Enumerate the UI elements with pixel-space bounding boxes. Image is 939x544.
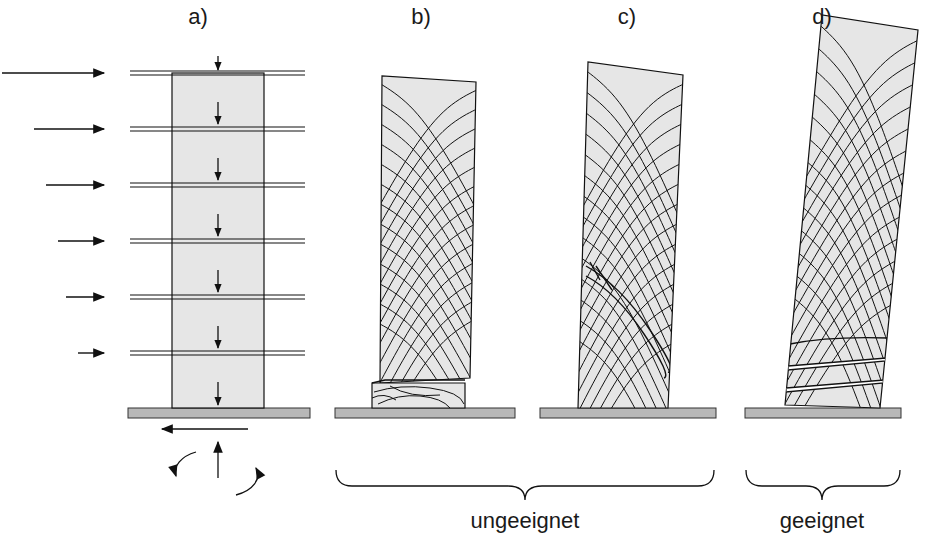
crack-line: [810, 90, 899, 262]
crack-line: [576, 182, 683, 318]
crack-line: [786, 192, 907, 345]
crack-line: [376, 242, 478, 371]
panel-label: a): [188, 6, 208, 28]
crack-line: [790, 148, 911, 300]
crack-line: [582, 89, 680, 242]
crack-line: [777, 280, 897, 436]
crack-line: [782, 236, 903, 391]
panel-label: b): [411, 6, 431, 28]
crack-line: [816, 22, 906, 197]
crack-line: [784, 214, 905, 368]
crack-line: [377, 142, 477, 270]
crack-line: [376, 223, 478, 351]
wall-c: [571, 62, 687, 484]
crack-line: [377, 102, 477, 232]
crack-line: [377, 122, 477, 251]
category-label: ungeeignet: [471, 510, 580, 532]
panel-label: d): [812, 6, 832, 28]
category-label: geeignet: [780, 510, 864, 532]
crack-line: [376, 127, 479, 251]
wall-d: [775, 15, 922, 461]
crack-line: [571, 342, 675, 485]
crack-line: [572, 322, 677, 464]
crack-line: [799, 60, 920, 209]
crack-line: [377, 82, 478, 212]
crack-line: [376, 184, 479, 311]
crack-line: [377, 88, 481, 211]
crack-line: [575, 339, 669, 481]
crack-line: [375, 319, 476, 451]
crack-line: [375, 280, 476, 411]
crack-line: [579, 214, 675, 362]
crack-line: [812, 68, 901, 241]
crack-line: [797, 82, 918, 231]
crack-line: [801, 38, 922, 186]
crack-line: [376, 107, 480, 231]
crack-line: [583, 68, 681, 222]
ground: [128, 408, 901, 418]
crack-line: [579, 82, 687, 214]
crack-line: [794, 104, 915, 254]
crack-line: [578, 235, 673, 382]
crack-line: [814, 45, 904, 219]
crack-line: [775, 302, 895, 459]
crack-line: [792, 126, 913, 277]
crack-line: [580, 193, 676, 341]
crack-line: [788, 170, 909, 322]
crack-line: [375, 261, 476, 391]
crack-line: [375, 299, 476, 430]
crack-line: [580, 172, 676, 321]
brace: [336, 470, 900, 500]
crack-line: [376, 203, 478, 331]
wall-a: [2, 56, 305, 495]
crack-line: [791, 295, 880, 461]
crack-line: [376, 146, 479, 271]
panel-label: c): [618, 6, 636, 28]
wall-b: [372, 76, 481, 451]
crack-line: [578, 255, 673, 401]
crack-line: [779, 258, 899, 414]
